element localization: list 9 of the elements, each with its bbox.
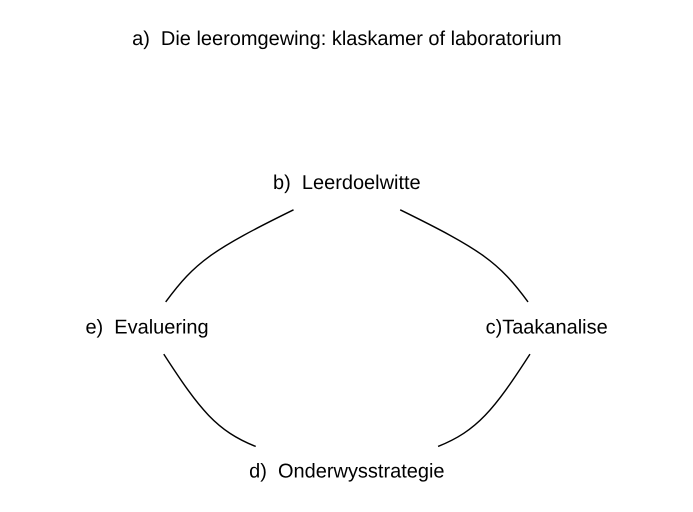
node-text: d) Onderwysstrategie [249, 460, 445, 482]
label: a) Die leeromgewing: klaskamer of laboratorium [132, 28, 562, 50]
connector [165, 209, 294, 302]
node-text: b) Leerdoelwitte [273, 172, 421, 194]
node-text: c)Taakanalise [486, 316, 608, 338]
connector [438, 354, 531, 448]
connector [163, 354, 256, 448]
connector [400, 209, 529, 302]
node-text: e) Evaluering [85, 316, 209, 338]
